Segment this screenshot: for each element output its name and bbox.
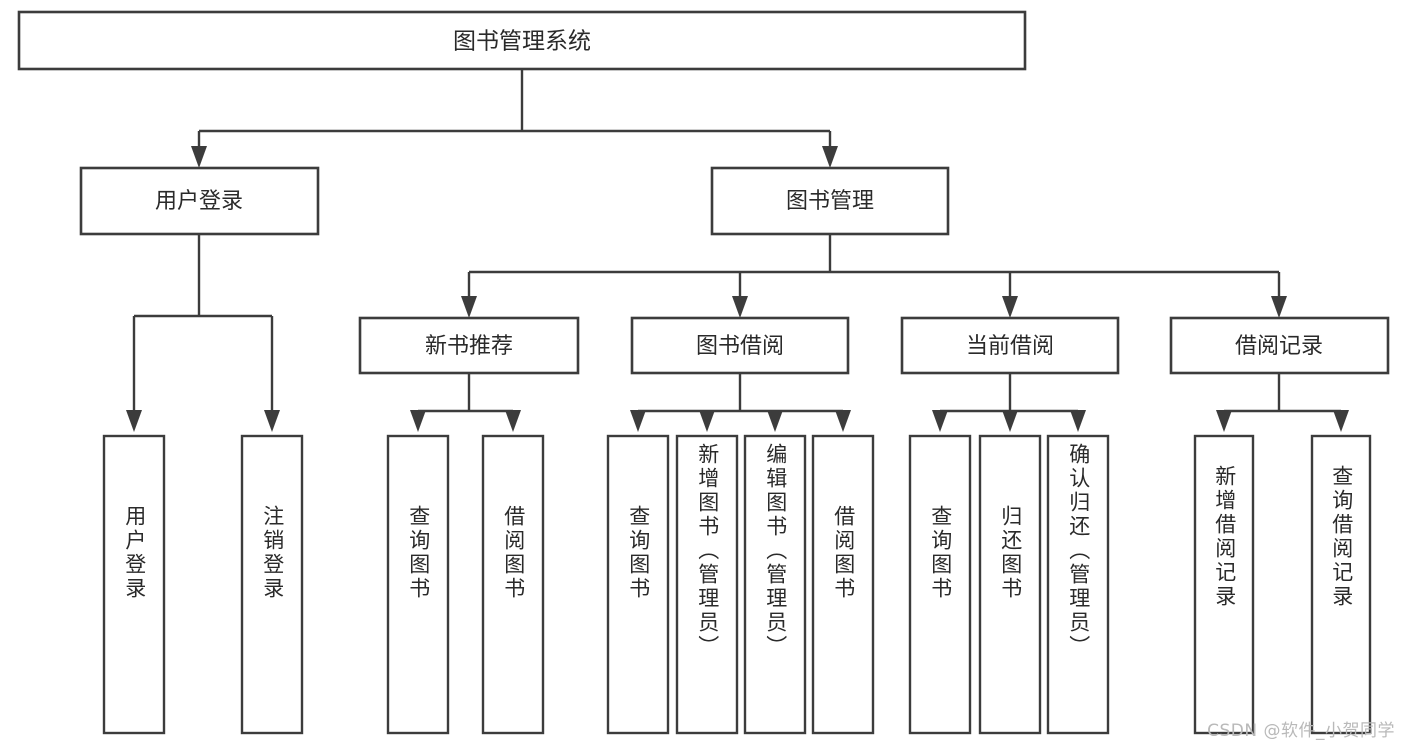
leaf-node-borrow-book[interactable] [811,434,875,735]
arrow-current-borrow-to-leaf-2 [1002,410,1018,432]
arrow-user-login-to-leaf-1 [126,410,142,432]
node-borrow-records[interactable]: 借阅记录 [1169,316,1390,375]
leaf-node-add-book-admin[interactable] [675,434,739,735]
csdn-watermark: CSDN @软件_小贺同学 [1207,721,1395,741]
node-book-borrow-label: 图书借阅 [696,334,784,359]
arrow-user-login-to-leaf-2 [264,410,280,432]
leaf-node-confirm-return-admin[interactable] [1046,434,1110,735]
arrow-book-borrow-to-leaf-4 [835,410,851,432]
arrow-root-to-user-login [191,146,207,168]
arrow-new-books-to-leaf-2 [505,410,521,432]
node-new-book-recommend-label: 新书推荐 [425,334,513,359]
leaf-node-query-book-borrow[interactable] [606,434,670,735]
node-user-login[interactable]: 用户登录 [79,166,320,236]
leaf-node-query-borrow-record[interactable] [1310,434,1372,735]
connector-group-root [197,69,832,150]
node-new-book-recommend[interactable]: 新书推荐 [358,316,580,375]
node-current-borrow[interactable]: 当前借阅 [900,316,1120,375]
connector-group-current-borrow [938,373,1080,414]
arrow-book-mgmt-to-records [1271,296,1287,318]
connector-group-book-mgmt [467,234,1281,299]
leaf-node-user-login[interactable] [102,434,166,735]
node-book-borrow[interactable]: 图书借阅 [630,316,850,375]
connector-group-book-borrow [636,373,845,414]
node-root-system[interactable]: 图书管理系统 [17,10,1027,71]
arrow-book-mgmt-to-borrow [732,296,748,318]
arrow-current-borrow-to-leaf-3 [1070,410,1086,432]
arrow-current-borrow-to-leaf-1 [932,410,948,432]
arrow-book-mgmt-to-new-books [461,296,477,318]
arrow-new-books-to-leaf-1 [410,410,426,432]
arrow-book-borrow-to-leaf-3 [767,410,783,432]
node-book-management[interactable]: 图书管理 [710,166,950,236]
node-borrow-records-label: 借阅记录 [1235,334,1323,359]
arrow-book-mgmt-to-current [1002,296,1018,318]
leaf-node-query-book-current[interactable] [908,434,972,735]
leaf-node-return-book[interactable] [978,434,1042,735]
connector-group-borrow-records [1222,373,1343,414]
arrow-book-borrow-to-leaf-2 [699,410,715,432]
leaf-node-edit-book-admin[interactable] [743,434,807,735]
leaf-node-logout[interactable] [240,434,304,735]
leaf-node-borrow-book-new[interactable] [481,434,545,735]
node-user-login-label: 用户登录 [155,189,243,214]
arrow-root-to-book-mgmt [822,146,838,168]
leaf-node-add-borrow-record[interactable] [1193,434,1255,735]
arrow-borrow-records-to-leaf-1 [1216,410,1232,432]
node-root-label: 图书管理系统 [453,29,591,55]
leaf-node-query-book-new[interactable] [386,434,450,735]
connector-group-new-books [416,373,515,414]
arrow-borrow-records-to-leaf-2 [1333,410,1349,432]
node-book-management-label: 图书管理 [786,189,874,214]
node-current-borrow-label: 当前借阅 [966,334,1054,359]
connector-group-user-login [132,234,274,414]
arrow-book-borrow-to-leaf-1 [630,410,646,432]
